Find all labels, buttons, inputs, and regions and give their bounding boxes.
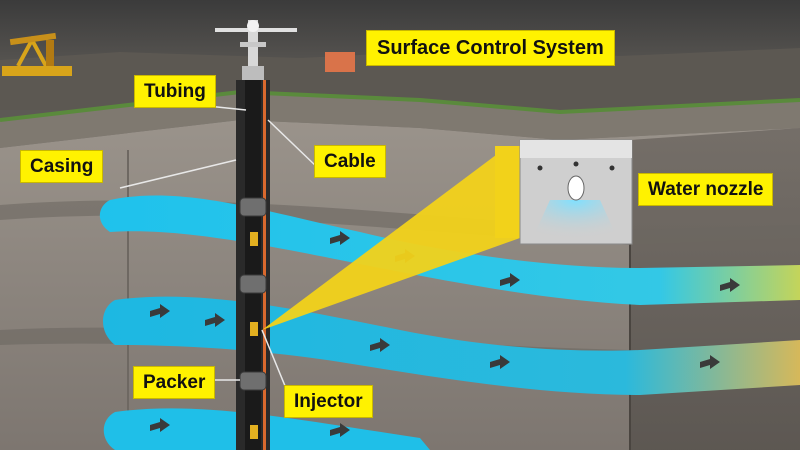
injectors <box>250 232 258 439</box>
flow-arrow-icon <box>150 418 170 432</box>
pump-jack-icon <box>2 32 72 76</box>
casing-label: Casing <box>20 150 104 183</box>
packer <box>239 371 267 391</box>
cable-label: Cable <box>314 145 386 178</box>
tubing-pipe <box>245 80 261 450</box>
surface-building-icon <box>325 52 355 72</box>
flow-arrow-icon <box>500 273 520 287</box>
zoom-beam <box>262 146 520 330</box>
packer <box>239 274 267 294</box>
flow-arrow-icon <box>720 278 740 292</box>
casing-leader <box>119 159 237 189</box>
packer <box>239 197 267 217</box>
injector <box>250 232 258 246</box>
flow-arrow-icon <box>490 355 510 369</box>
packers <box>239 197 267 391</box>
wellhead-icon <box>215 20 297 82</box>
flow-arrows <box>150 231 740 437</box>
water-nozzle-detail <box>495 139 633 245</box>
injector <box>250 425 258 439</box>
flow-arrow-icon <box>205 313 225 327</box>
injector-label: Injector <box>284 385 373 418</box>
surface-control-system-label: Surface Control System <box>366 30 615 66</box>
flow-arrow-icon <box>330 231 350 245</box>
flow-arrow-icon <box>370 338 390 352</box>
cable-line <box>263 80 266 450</box>
flow-arrow-icon <box>700 355 720 369</box>
water-layer-1 <box>99 195 800 305</box>
packer-label: Packer <box>133 366 216 399</box>
flow-arrow-icon <box>150 304 170 318</box>
injector <box>250 322 258 336</box>
cable-leader <box>267 119 319 169</box>
tubing-label: Tubing <box>134 75 216 108</box>
water-nozzle-label: Water nozzle <box>638 173 774 206</box>
nozzle-orifice-icon <box>567 175 585 201</box>
flow-arrow-icon <box>330 423 350 437</box>
